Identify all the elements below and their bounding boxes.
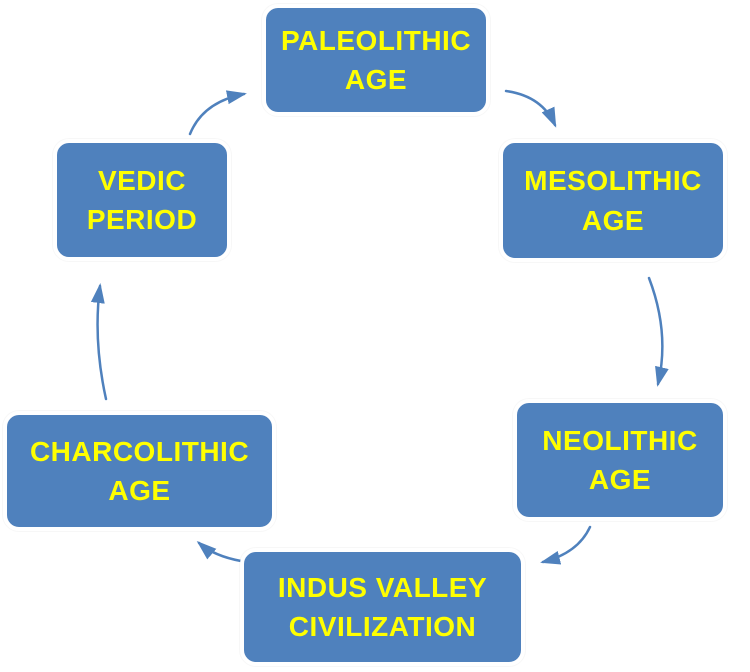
arrow-paleolithic-to-mesolithic-icon bbox=[504, 89, 557, 128]
node-mesolithic-age: MESOLITHIC AGE bbox=[499, 139, 727, 262]
node-label-line: PERIOD bbox=[86, 204, 198, 235]
arrow-indus-to-charcolithic-icon bbox=[196, 541, 243, 563]
node-label-line: AGE bbox=[108, 475, 171, 506]
node-label-line: INDUS VALLEY bbox=[277, 571, 488, 603]
node-label-line: AGE bbox=[588, 464, 652, 495]
node-label-line: AGE bbox=[581, 204, 645, 236]
arrow-mesolithic-to-neolithic-icon bbox=[647, 276, 669, 387]
node-charcolithic-age: CHARCOLITHIC AGE bbox=[3, 411, 276, 531]
arrow-vedic-to-paleolithic-icon bbox=[188, 90, 247, 136]
node-vedic-period: VEDIC PERIOD bbox=[53, 139, 231, 261]
node-indus-valley-civilization: INDUS VALLEY CIVILIZATION bbox=[240, 548, 525, 666]
arrow-neolithic-to-indus-icon bbox=[540, 525, 592, 565]
node-label-line: VEDIC bbox=[97, 164, 187, 196]
node-paleolithic-age: PALEOLITHIC AGE bbox=[262, 4, 490, 116]
node-label-line: CHARCOLITHIC bbox=[29, 435, 250, 467]
node-label-line: PALEOLITHIC bbox=[280, 24, 472, 56]
node-neolithic-age: NEOLITHIC AGE bbox=[513, 399, 727, 521]
node-label-line: NEOLITHIC bbox=[542, 424, 698, 456]
node-label-line: CIVILIZATION bbox=[288, 611, 477, 642]
node-label-line: MESOLITHIC bbox=[524, 165, 702, 197]
arrow-charcolithic-to-vedic-icon bbox=[90, 283, 108, 401]
node-label-line: AGE bbox=[344, 64, 408, 95]
